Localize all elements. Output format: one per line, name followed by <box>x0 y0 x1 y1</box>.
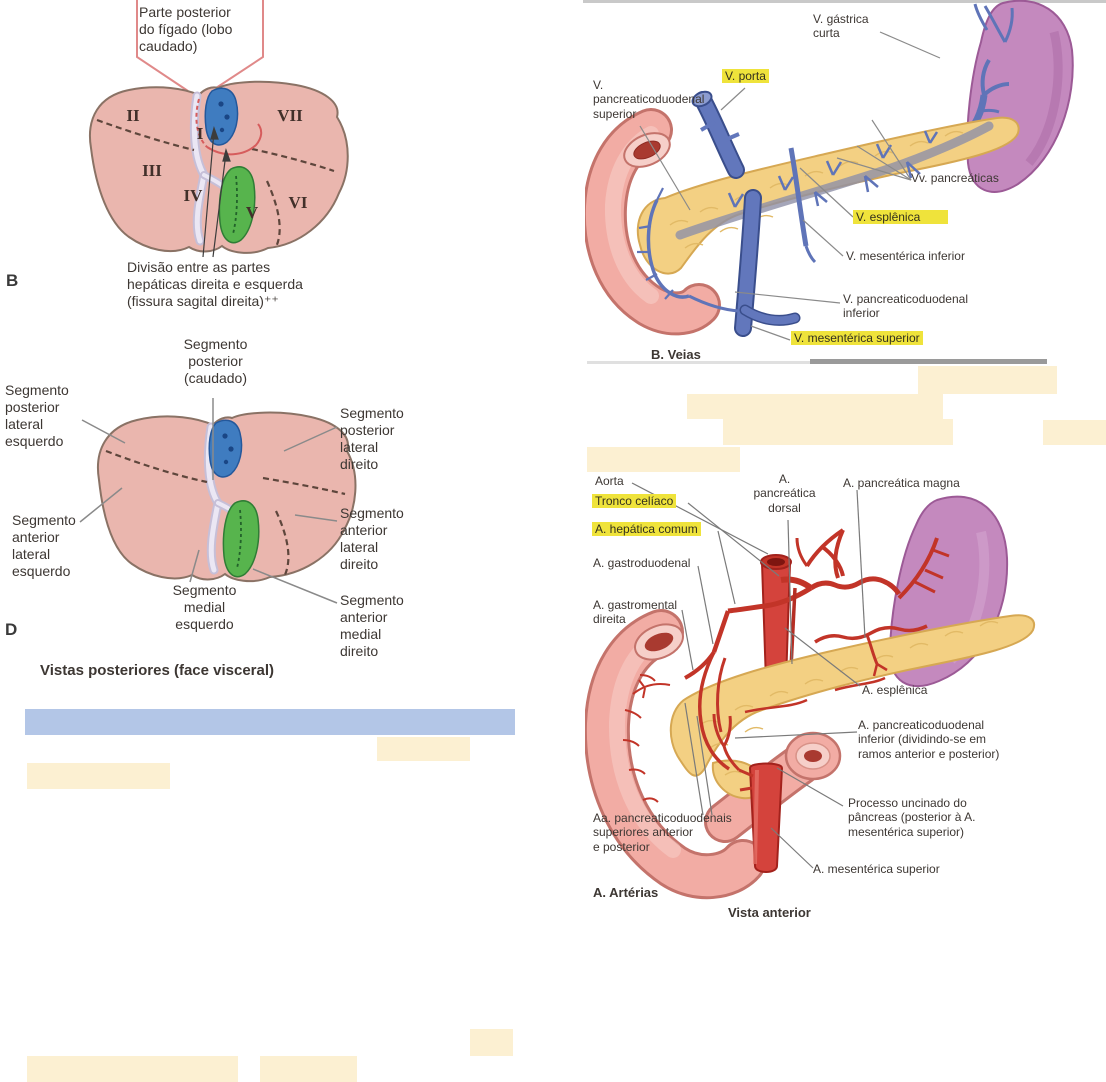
figure-pancreas-veins <box>585 0 1074 341</box>
label-a-mesenterica-superior: A. mesentérica superior <box>813 862 940 876</box>
fissure-arrows <box>202 126 231 258</box>
highlight-mark-8 <box>470 1029 513 1056</box>
label-v-pancreaticoduodenal-superior: V. pancreaticoduodenal superior <box>593 78 705 121</box>
caption-a-arterias: A. Artérias <box>593 885 659 900</box>
highlight-mark-4 <box>1043 420 1106 445</box>
segment-numeral-vii: VII <box>277 106 303 125</box>
label-segmento-medial-esquerdo: Segmento medial esquerdo <box>172 582 237 633</box>
label-v-pancreaticoduodenal-inferior: V. pancreaticoduodenal inferior <box>843 292 968 321</box>
right-sagittal-fissure-line <box>195 98 263 156</box>
highlight-mark-1 <box>918 366 1057 394</box>
segment-division-lines <box>96 118 335 248</box>
pancreatic-vein-branches <box>727 130 939 208</box>
duodenum-shape <box>585 609 766 900</box>
portal-vein <box>691 90 745 179</box>
superior-mesenteric-artery <box>712 713 784 873</box>
label-v-porta: V. porta <box>722 69 769 83</box>
highlighted-text-v-porta: V. porta <box>722 69 769 83</box>
segment-numeral-i: I <box>196 124 204 143</box>
segment-division-lines <box>105 449 346 578</box>
separator-rule-light <box>587 361 812 364</box>
label-vv-pancreaticas: Vv. pancreáticas <box>911 171 999 185</box>
segment-numeral-iv: IV <box>183 186 203 205</box>
highlighted-text-v-mesenterica-superior: V. mesentérica superior <box>791 331 923 345</box>
label-divisao-partes-hepaticas: Divisão entre as partes hepáticas direit… <box>127 259 303 310</box>
highlight-mark-6 <box>377 737 470 761</box>
callout-bracket <box>136 0 264 92</box>
pancreatic-arteries <box>698 624 928 771</box>
highlighted-text-a-hepatica-comum: A. hepática comum <box>592 522 701 536</box>
leader-lines <box>79 398 338 604</box>
label-segmento-posterior-lateral-esquerdo: Segmento posterior lateral esquerdo <box>5 382 69 450</box>
figure-liver-segments-b <box>89 0 349 258</box>
highlight-mark-3 <box>723 419 953 445</box>
highlight-mark-2 <box>687 394 943 419</box>
label-segmento-anterior-lateral-direito: Segmento anterior lateral direito <box>340 505 404 573</box>
label-v-mesenterica-inferior: V. mesentérica inferior <box>846 249 965 263</box>
label-aorta: Aorta <box>595 474 624 488</box>
panel-letter-b: B <box>6 271 19 290</box>
liver-body <box>97 411 357 583</box>
label-a-pancreatica-magna: A. pancreática magna <box>843 476 960 490</box>
label-a-pancreaticoduodenal-inferior: A. pancreaticoduodenal inferior (dividin… <box>858 718 1000 761</box>
separator-rule-dark <box>810 359 1047 364</box>
segment-numeral-vi: VI <box>288 193 308 212</box>
superior-mesenteric-vein <box>734 189 801 337</box>
label-a-gastroduodenal: A. gastroduodenal <box>593 556 691 570</box>
caption-b-veias: B. Veias <box>651 347 701 362</box>
inferior-mesenteric-vein <box>788 147 817 264</box>
highlight-mark-5 <box>587 447 740 472</box>
highlight-mark-7 <box>27 763 170 789</box>
label-a-hepatica-comum: A. hepática comum <box>592 522 701 536</box>
label-processo-uncinado: Processo uncinado do pâncreas (posterior… <box>848 796 976 839</box>
highlight-mark-blue-bar <box>25 709 515 735</box>
splenic-vein-through-pancreas <box>675 121 994 240</box>
label-a-gastromental-direita: A. gastromental direita <box>593 598 678 627</box>
short-gastric-veins <box>973 3 1014 43</box>
pancreas-shape <box>669 614 1035 800</box>
figure-pancreas-arteries <box>585 482 1035 900</box>
label-segmento-anterior-lateral-esquerdo: Segmento anterior lateral esquerdo <box>12 512 76 580</box>
label-aa-pancreaticoduodenais-superiores: Aa. pancreaticoduodenais superiores ante… <box>593 811 732 854</box>
figure-liver-segments-d <box>79 398 357 604</box>
segment-numeral-ii: II <box>126 106 140 125</box>
liver-body <box>89 80 349 254</box>
caption-vistas-posteriores: Vistas posteriores (face visceral) <box>40 662 275 679</box>
label-a-pancreatica-dorsal: A. pancreática dorsal <box>753 472 816 515</box>
label-v-mesenterica-superior: V. mesentérica superior <box>791 331 923 345</box>
label-segmento-anterior-medial-direito: Segmento anterior medial direito <box>340 592 404 660</box>
segment-numeral-iii: III <box>142 161 162 180</box>
label-parte-posterior-figado: Parte posterior do fígado (lobo caudado) <box>139 4 233 55</box>
highlight-mark-9 <box>27 1056 238 1082</box>
caption-vista-anterior: Vista anterior <box>728 905 811 920</box>
highlight-mark-10 <box>260 1056 357 1082</box>
gallbladder-shape <box>222 500 260 578</box>
label-segmento-posterior-lateral-direito: Segmento posterior lateral direito <box>340 405 404 473</box>
top-rule <box>583 0 1106 3</box>
label-v-gastrica-curta: V. gástrica curta <box>813 12 869 41</box>
leader-lines <box>639 31 941 341</box>
label-v-esplenica: V. esplênica <box>853 210 949 224</box>
label-a-esplenica: A. esplênica <box>862 683 928 697</box>
label-tronco-celiaco: Tronco celíaco <box>592 494 677 508</box>
highlighted-text-tronco-celiaco: Tronco celíaco <box>592 494 677 508</box>
pancreaticoduodenal-vein-arcade <box>637 187 740 313</box>
panel-letter-d: D <box>5 620 18 639</box>
duodenum-shape <box>585 108 721 336</box>
segment-numeral-v: V <box>245 203 259 222</box>
highlighted-text-v-esplenica: V. esplênica <box>853 210 949 224</box>
caudate-lobe-shape <box>208 419 243 478</box>
label-segmento-posterior-caudado: Segmento posterior (caudado) <box>183 336 248 387</box>
